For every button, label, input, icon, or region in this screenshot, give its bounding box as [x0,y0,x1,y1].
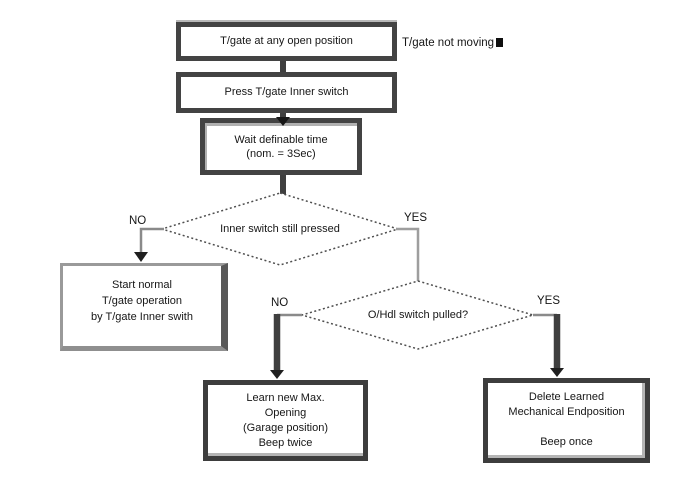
decision2-no-label: NO [271,297,289,309]
step-tgate-open-position: T/gate at any open position [176,22,397,61]
step-label-line: Wait definable time [234,133,328,146]
step-wait-definable-time: Wait definable time (nom. = 3Sec) [200,118,362,175]
step-label-line: by T/gate Inner swith [91,311,193,323]
connector-decision1-no [139,227,164,253]
note-tgate-not-moving: T/gate not moving [402,37,504,49]
step-label-line: Learn new Max. [246,392,325,404]
decision2-question: O/Hdl switch pulled? [367,309,469,321]
step-start-normal-operation: Start normal T/gate operation by T/gate … [60,263,228,351]
step-label: Press T/gate Inner switch [224,86,349,98]
step-label-line: Beep once [540,436,593,448]
step-label-line: Delete Learned [528,391,605,403]
step-label-line: Beep twice [258,437,313,449]
step-press-inner-switch: Press T/gate Inner switch [176,72,397,113]
decision1-yes-label: YES [404,212,428,224]
step-label-line: Mechanical Endposition [508,406,625,418]
step-label-line: (nom. = 3Sec) [246,147,316,160]
step-learn-new-max-opening: Learn new Max. Opening (Garage position)… [203,380,368,461]
arrowhead-into-delete-learned [550,368,564,377]
step-label: T/gate at any open position [220,35,353,47]
arrowhead-into-normal-op [134,252,148,262]
arrowhead-into-learn-max [270,370,284,379]
decision2-diamond [299,280,536,350]
arrowhead-into-wait-icon [276,117,290,126]
square-bullet-icon [496,38,504,47]
decision1-diamond [159,192,401,266]
decision1-question: Inner switch still pressed [220,223,340,235]
note-text: T/gate not moving [402,37,495,49]
decision1-no-label: NO [129,215,147,227]
step-label-line: (Garage position) [243,422,328,434]
step-delete-learned-endposition: Delete Learned Mechanical Endposition Be… [483,378,650,463]
connector-decision1-yes [396,227,420,282]
decision2-yes-label: YES [537,295,561,307]
step-label-line: Start normal [112,279,172,291]
step-label-line: T/gate operation [101,295,183,307]
step-label-line: Opening [264,407,307,419]
